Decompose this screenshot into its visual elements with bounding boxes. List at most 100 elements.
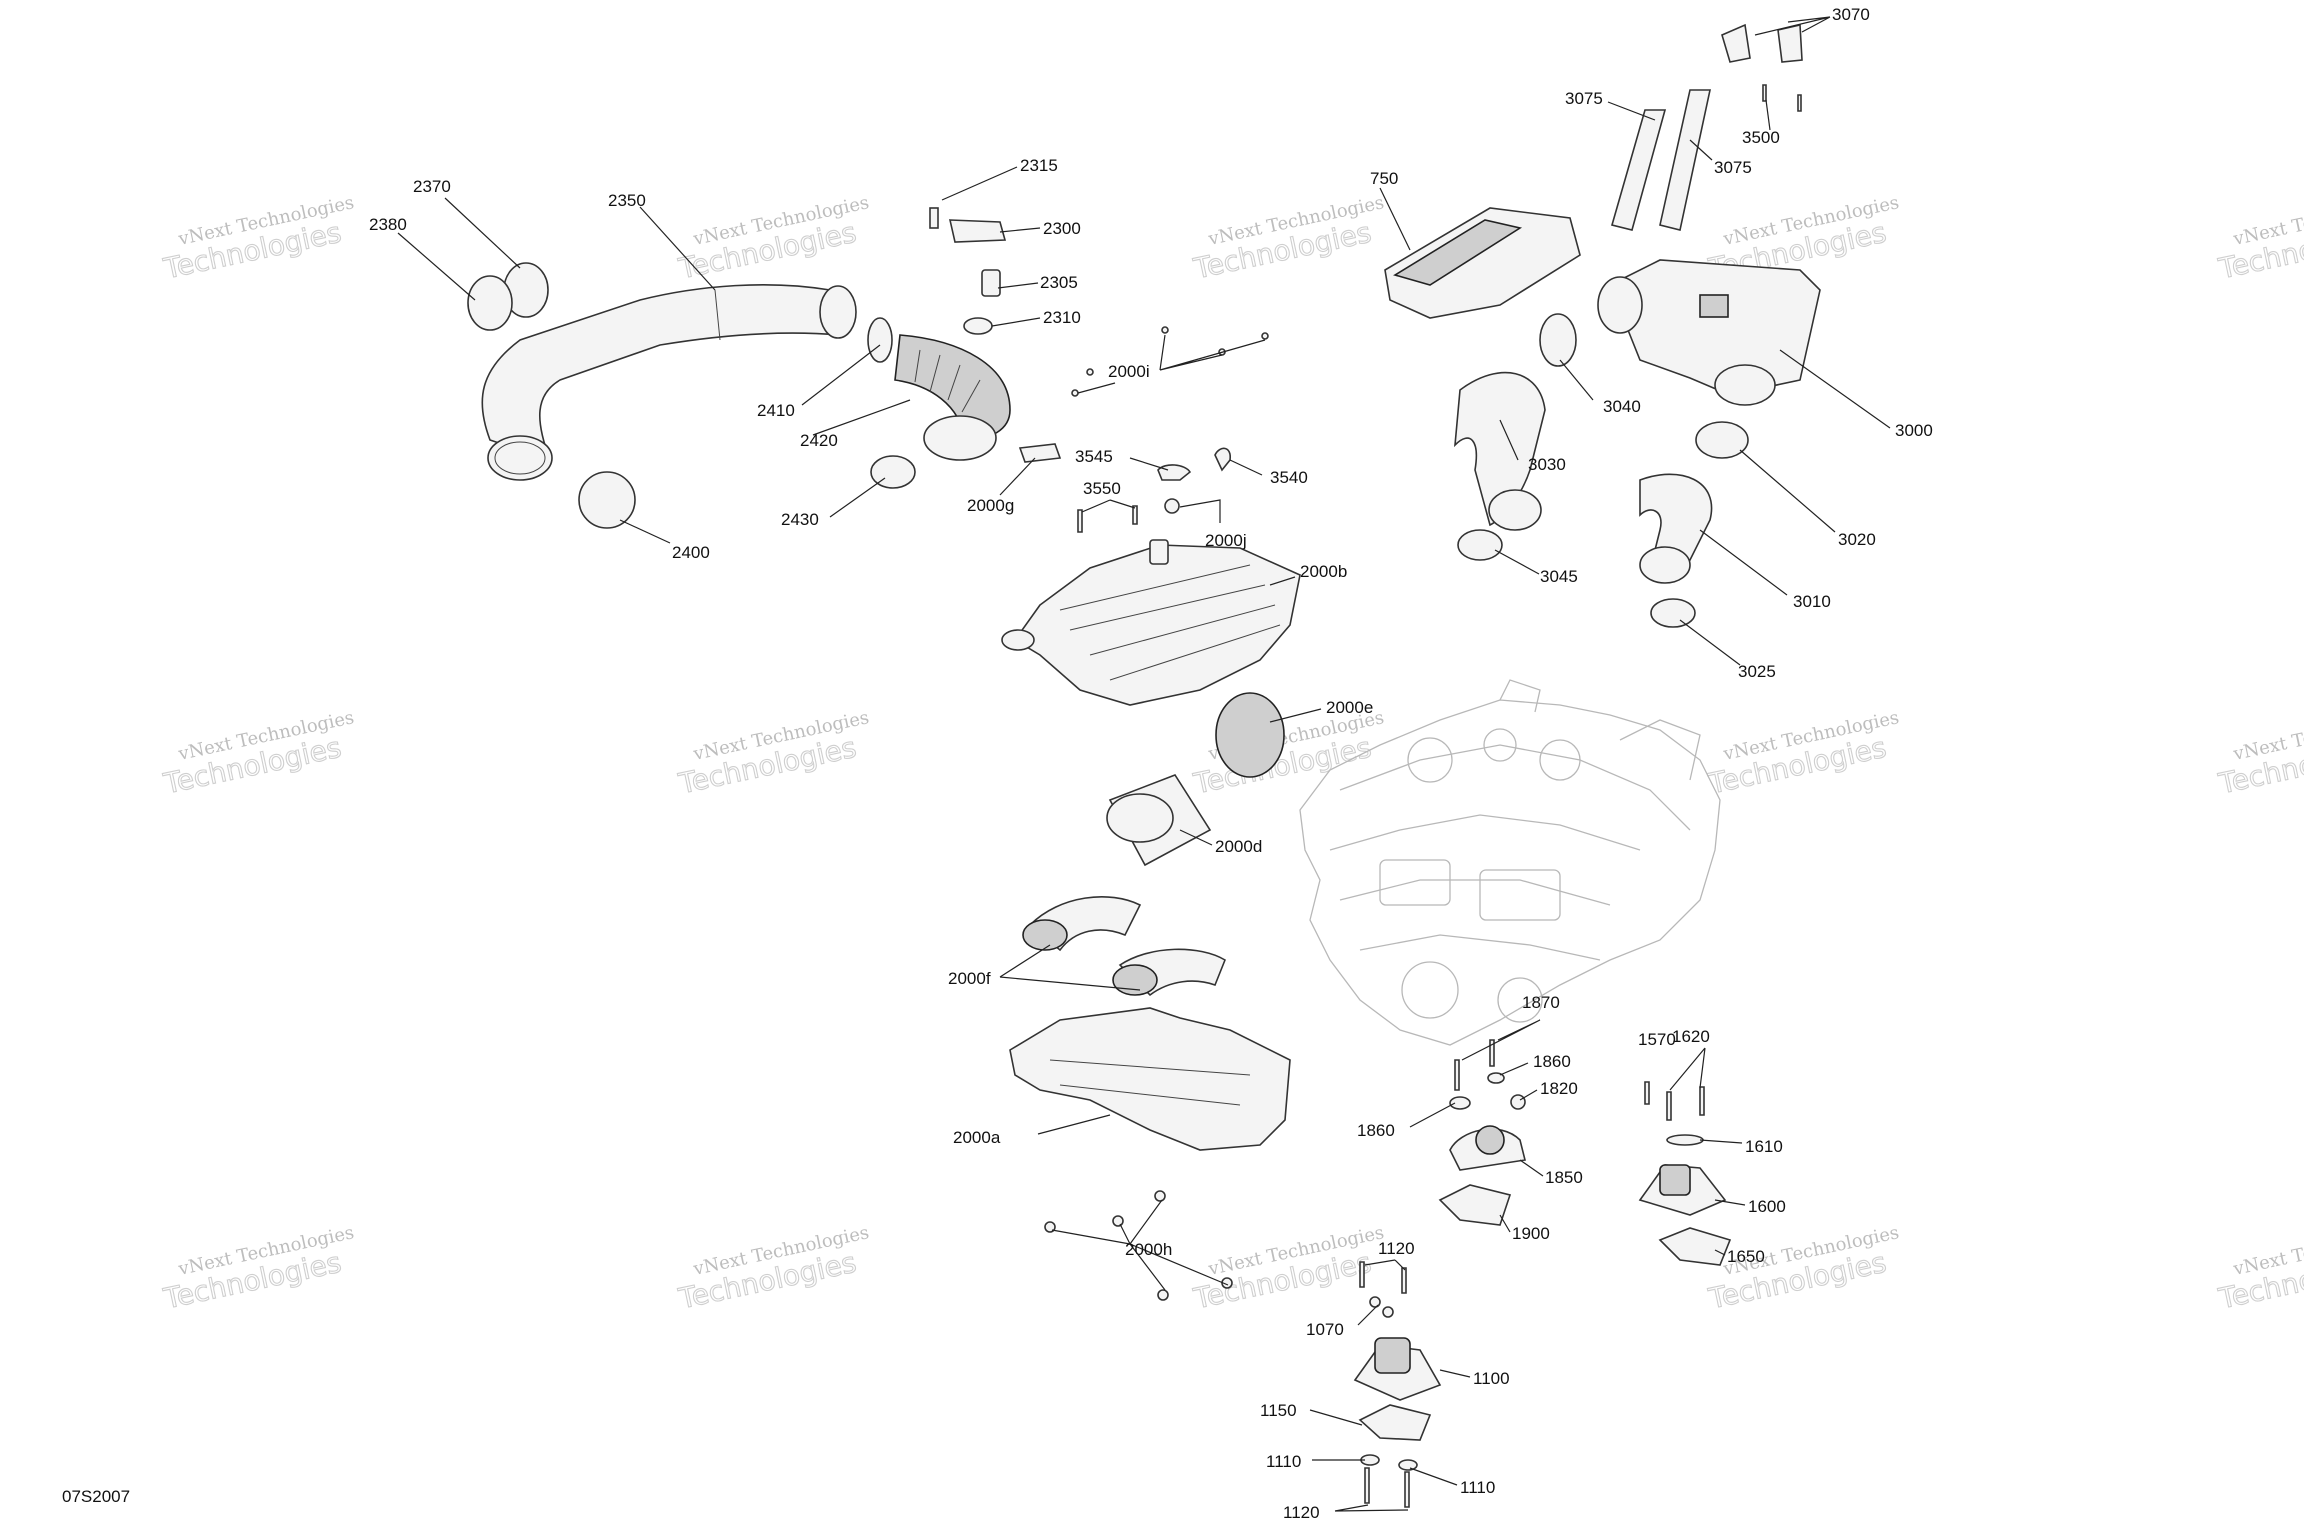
- bolts-1120: [1359, 1261, 1410, 1508]
- callout-3540: 3540: [1270, 468, 1308, 487]
- watermark: vNext Technologies Technologies: [160, 707, 356, 801]
- callout-750: 750: [1370, 169, 1398, 188]
- callout-1120: 1120: [1283, 1503, 1320, 1522]
- clamp-3020: [1695, 421, 1749, 459]
- bracket-3540: [1214, 447, 1231, 472]
- hose-3030: [1454, 371, 1546, 531]
- callout-3010: 3010: [1793, 592, 1831, 611]
- mount-1600: [1638, 1164, 1727, 1216]
- bolts-2000i: [1071, 326, 1269, 397]
- callout-3040: 3040: [1603, 397, 1641, 416]
- callout-2000b: 2000b: [1300, 562, 1347, 581]
- seal-3545: [1157, 464, 1192, 481]
- brackets-3070: [1721, 23, 1803, 63]
- throttle-ring-2000e: [1215, 692, 1285, 778]
- bellows-hose-2420: [894, 334, 1011, 461]
- callout-2300: 2300: [1043, 219, 1081, 238]
- tube-2000d: [1106, 774, 1212, 867]
- intake-tube-2350: [481, 283, 857, 481]
- elbows-2000f: [1022, 896, 1226, 997]
- washer-1860a: [1487, 1072, 1505, 1084]
- callout-2000i: 2000i: [1108, 362, 1150, 381]
- nut-1820: [1510, 1094, 1526, 1110]
- watermark: vNext Technologies Technologies: [675, 707, 871, 801]
- engine-block-outline: [1299, 679, 1721, 1046]
- callout-3500: 3500: [1742, 128, 1780, 147]
- hardware-1070: [1369, 1296, 1394, 1318]
- callout-2000h: 2000h: [1125, 1240, 1172, 1259]
- bolts-1620: [1666, 1086, 1705, 1121]
- callout-2370: 2370: [413, 177, 451, 196]
- connector-2315: [929, 207, 939, 229]
- watermark: vNext Technologies Technologies: [2215, 192, 2304, 286]
- callout-1860: 1860: [1533, 1052, 1571, 1071]
- callout-2000e: 2000e: [1326, 698, 1373, 717]
- callout-2350: 2350: [608, 191, 646, 210]
- callout-1870: 1870: [1522, 993, 1560, 1012]
- hose-3010: [1639, 473, 1713, 584]
- callout-labels: 3070 3075 3075 3500 2315 2370 2350 2380 …: [369, 5, 1933, 1522]
- plate-1650: [1658, 1227, 1732, 1266]
- callout-1900: 1900: [1512, 1224, 1550, 1243]
- watermark: vNext Technologies Technologies: [1705, 1222, 1901, 1316]
- callout-1120: 1120: [1378, 1239, 1415, 1258]
- callout-2000j: 2000j: [1205, 531, 1247, 550]
- washer-1110b: [1398, 1459, 1418, 1471]
- callout-3045: 3045: [1540, 567, 1578, 586]
- watermark: vNext Technologies Technologies: [160, 192, 356, 286]
- washers-1610: [1666, 1134, 1704, 1146]
- clamp-2410: [867, 317, 893, 363]
- mount-1100: [1353, 1337, 1442, 1401]
- callout-1620: 1620: [1672, 1027, 1710, 1046]
- callout-1100: 1100: [1473, 1369, 1510, 1388]
- hose-2300: [948, 219, 1007, 243]
- watermark: vNext Technologies Technologies: [160, 1222, 356, 1316]
- callout-3025: 3025: [1738, 662, 1776, 681]
- lower-plenum-2000a: [1009, 1007, 1291, 1151]
- leader-lines: [397, 16, 1891, 1512]
- callout-3075: 3075: [1565, 89, 1603, 108]
- callout-2305: 2305: [1040, 273, 1078, 292]
- straps-3075: [1611, 89, 1711, 231]
- callout-1820: 1820: [1540, 1079, 1578, 1098]
- screws-3500: [1762, 84, 1802, 112]
- cover-750: [1384, 207, 1581, 319]
- watermark: vNext Technologies Technologies: [1705, 707, 1901, 801]
- clamp-3040: [1539, 313, 1577, 367]
- callout-2000d: 2000d: [1215, 837, 1262, 856]
- callout-2000a: 2000a: [953, 1128, 1001, 1147]
- watermark: vNext Technologies Technologies: [2215, 707, 2304, 801]
- clamp-2400: [578, 471, 636, 529]
- callout-1070: 1070: [1306, 1320, 1344, 1339]
- callout-1610: 1610: [1745, 1137, 1783, 1156]
- callout-3075: 3075: [1714, 158, 1752, 177]
- callout-2400: 2400: [672, 543, 710, 562]
- intercooler-3000: [1597, 259, 1821, 406]
- clamp-2380: [467, 275, 513, 331]
- clamp-2310: [963, 317, 993, 335]
- callout-1570: 1570: [1638, 1030, 1676, 1049]
- callout-3000: 3000: [1895, 421, 1933, 440]
- callout-3030: 3030: [1528, 455, 1566, 474]
- callout-3070: 3070: [1832, 5, 1870, 24]
- callout-3550: 3550: [1083, 479, 1121, 498]
- callout-3545: 3545: [1075, 447, 1113, 466]
- callout-2420: 2420: [800, 431, 838, 450]
- bolt-1570: [1644, 1081, 1650, 1105]
- callout-1860: 1860: [1357, 1121, 1395, 1140]
- nut-2000j: [1164, 498, 1180, 514]
- callout-1600: 1600: [1748, 1197, 1786, 1216]
- watermark: vNext Technologies Technologies: [675, 192, 871, 286]
- callout-2310: 2310: [1043, 308, 1081, 327]
- callout-2000f: 2000f: [948, 969, 991, 988]
- figure-id: 07S2007: [62, 1487, 130, 1506]
- callout-1650: 1650: [1727, 1247, 1765, 1266]
- callout-2410: 2410: [757, 401, 795, 420]
- washer-1860b: [1449, 1096, 1471, 1110]
- callout-3020: 3020: [1838, 530, 1876, 549]
- callout-1110: 1110: [1460, 1478, 1495, 1497]
- bolts-1870: [1454, 1039, 1495, 1091]
- watermark: vNext Technologies Technologies: [2215, 1222, 2304, 1316]
- callout-2380: 2380: [369, 215, 407, 234]
